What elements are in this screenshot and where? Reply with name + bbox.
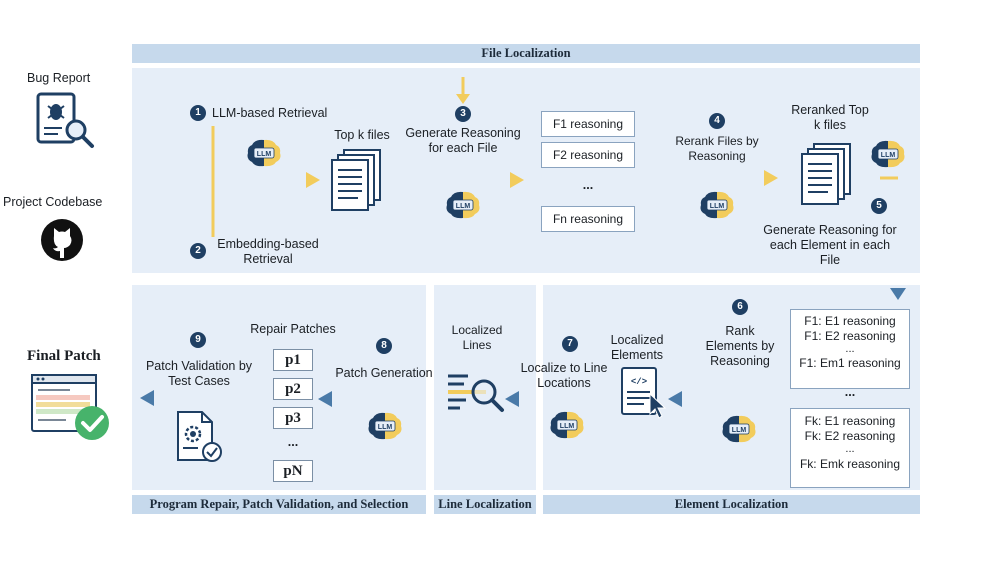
element-reasoning-group-2 [790, 408, 910, 488]
llm-badge-text: LLM [560, 423, 575, 430]
element-reasoning-item: F1: E2 reasoning [804, 329, 896, 343]
file-localization-title: File Localization [481, 46, 571, 60]
final-patch-title: Final Patch [27, 348, 101, 364]
top-k-files-label: Top k files [334, 128, 390, 142]
file-localization-band: File Localization [132, 44, 920, 63]
element-reasoning-item: F1: E1 reasoning [804, 314, 896, 328]
documents-stack-icon [801, 143, 851, 205]
repair-patches-label: Repair Patches [250, 322, 336, 336]
element-reasoning-item: Fk: E1 reasoning [804, 414, 896, 428]
file-reasoning-item: F1 reasoning [541, 111, 635, 137]
patch-item: p3 [273, 407, 313, 429]
llm-brain-icon: LLM [700, 191, 734, 219]
step-6-badge: 6 [732, 299, 748, 315]
llm-badge-text: LLM [378, 424, 393, 431]
patch-item: pN [273, 460, 313, 482]
step-5-label: Generate Reasoning for each Element in e… [763, 223, 897, 267]
element-localization-title: Element Localization [674, 497, 789, 511]
element-reasoning-group-1 [790, 309, 910, 389]
localized-lines-label: Localized Lines [451, 323, 503, 352]
step-4-badge: 4 [709, 113, 725, 129]
line-localization-band: Line Localization [434, 495, 536, 514]
element-reasoning-item: Fk: E2 reasoning [804, 429, 896, 443]
program-repair-band: Program Repair, Patch Validation, and Se… [132, 495, 426, 514]
llm-brain-icon: LLM [446, 191, 480, 219]
element-reasoning-item: Fk: Emk reasoning [799, 457, 901, 471]
localized-elements-label: Localized Elements [610, 333, 664, 362]
file-reasoning-ellipsis: ... [582, 178, 594, 192]
element-reasoning-item: F1: Em1 reasoning [799, 356, 901, 370]
step-8-badge: 8 [376, 338, 392, 354]
patch-item: p2 [273, 378, 313, 400]
llm-badge-text: LLM [456, 203, 471, 210]
bug-report-icon [36, 92, 94, 148]
step-9-label: Patch Validation by Test Cases [145, 359, 253, 388]
documents-stack-icon [331, 149, 381, 211]
step-8-label: Patch Generation [335, 366, 433, 380]
step-7-badge: 7 [562, 336, 578, 352]
project-codebase-label: Project Codebase [3, 195, 103, 209]
step-9-badge: 9 [190, 332, 206, 348]
llm-brain-icon: LLM [871, 140, 905, 168]
magnifier-lines-icon [448, 374, 504, 412]
step-1-label: LLM-based Retrieval [212, 106, 328, 120]
file-reasoning-item: F2 reasoning [541, 142, 635, 168]
svg-text:</>: </> [631, 377, 647, 387]
element-localization-band: Element Localization [543, 495, 920, 514]
step-3-badge: 3 [455, 106, 471, 122]
patch-ellipsis: ... [287, 435, 299, 449]
llm-badge-text: LLM [710, 203, 725, 210]
validation-document-icon [177, 411, 222, 462]
step-6-label: Rank Elements by Reasoning [705, 324, 775, 368]
element-reasoning-ellipsis: ... [845, 343, 855, 355]
element-reasoning-separator: ... [844, 385, 856, 399]
patch-item: p1 [273, 349, 313, 371]
llm-brain-icon: LLM [550, 411, 584, 439]
file-localization-panel [132, 68, 920, 273]
llm-badge-text: LLM [257, 151, 272, 158]
bug-report-label: Bug Report [27, 71, 91, 85]
element-reasoning-ellipsis: ... [845, 443, 855, 455]
step-2-label: Embedding-based Retrieval [217, 237, 319, 266]
step-3-label: Generate Reasoning for each File [405, 126, 521, 155]
line-localization-title: Line Localization [438, 497, 532, 511]
step-1-badge: 1 [190, 105, 206, 121]
github-icon [41, 219, 83, 261]
llm-brain-icon: LLM [247, 139, 281, 167]
final-patch-icon [31, 374, 109, 440]
llm-badge-text: LLM [881, 152, 896, 159]
llm-badge-text: LLM [732, 427, 747, 434]
code-document-icon: </> [621, 367, 667, 419]
llm-brain-icon: LLM [722, 415, 756, 443]
reranked-top-k-label: Reranked Top k files [791, 103, 869, 132]
file-reasoning-item: Fn reasoning [541, 206, 635, 232]
step-7-label: Localize to Line Locations [520, 361, 608, 390]
step-5-badge: 5 [871, 198, 887, 214]
llm-brain-icon: LLM [368, 412, 402, 440]
step-4-label: Rerank Files by Reasoning [675, 134, 759, 163]
program-repair-title: Program Repair, Patch Validation, and Se… [149, 497, 409, 511]
step-2-badge: 2 [190, 243, 206, 259]
